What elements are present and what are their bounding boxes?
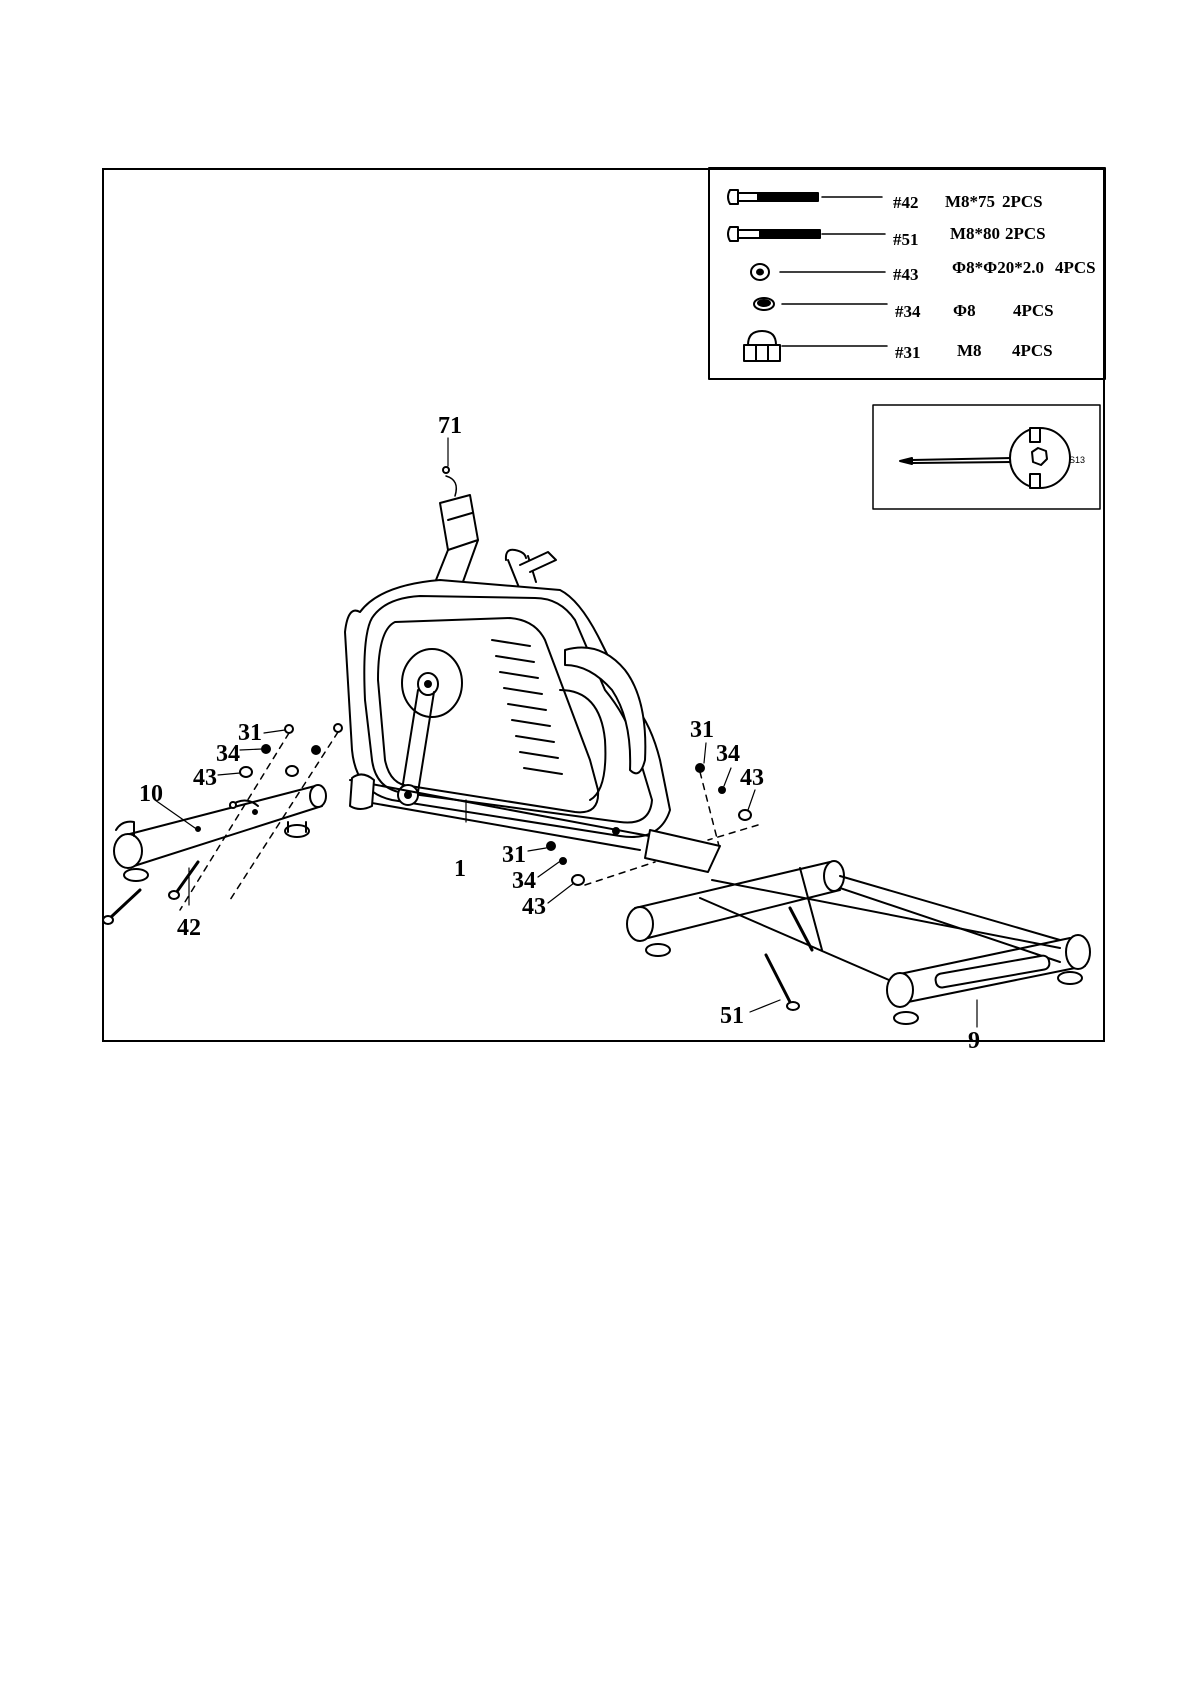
legend-spec-31: M8 [957,341,982,360]
label-43-mid: 43 [522,894,546,920]
main-frame-drawing [345,467,720,872]
hardware-legend: #42 M8*75 2PCS #51 M8*80 2PCS #43 Φ [709,168,1105,379]
legend-qty-34: 4PCS [1013,301,1054,320]
legend-qty-42: 2PCS [1002,192,1043,211]
cap-nut-31-icon [744,331,887,361]
label-31-right: 31 [690,717,714,743]
legend-spec-51: M8*80 [950,224,1000,243]
label-34-right: 34 [716,741,740,767]
multi-tool-icon: S13 [900,428,1085,488]
label-51: 51 [720,1003,744,1029]
legend-qty-51: 2PCS [1005,224,1046,243]
legend-spec-42: M8*75 [945,192,995,211]
legend-part-42: #42 [893,193,919,212]
label-34-mid: 34 [512,868,536,894]
bolt-51-icon [728,227,885,241]
legend-part-51: #51 [893,230,919,249]
legend-part-31: #31 [895,343,921,362]
label-43-left: 43 [193,765,217,791]
label-34-left: 34 [216,741,240,767]
label-31-left: 31 [238,720,262,746]
label-71: 71 [438,413,462,439]
legend-qty-43: 4PCS [1055,258,1096,277]
washer-43-icon [751,264,885,280]
front-stabilizer-drawing [627,861,1090,1024]
legend-row-31: #31 M8 4PCS [744,331,1053,362]
tool-size-label: S13 [1069,455,1085,465]
label-31-mid: 31 [502,842,526,868]
legend-row-43: #43 Φ8*Φ20*2.0 4PCS [751,258,1096,284]
legend-row-51: #51 M8*80 2PCS [728,224,1046,249]
legend-row-42: #42 M8*75 2PCS [728,190,1043,212]
bolt-42-icon [728,190,882,204]
legend-row-34: #34 Φ8 4PCS [754,298,1054,321]
legend-part-34: #34 [895,302,921,321]
label-43-right: 43 [740,765,764,791]
label-10: 10 [139,781,163,807]
legend-spec-34: Φ8 [953,301,976,320]
label-1: 1 [454,856,466,882]
label-9: 9 [968,1028,980,1054]
label-42: 42 [177,915,201,941]
tool-box: S13 [873,405,1100,509]
legend-spec-43: Φ8*Φ20*2.0 [952,258,1044,277]
spring-washer-34-icon [754,298,887,310]
legend-qty-31: 4PCS [1012,341,1053,360]
legend-part-43: #43 [893,265,919,284]
